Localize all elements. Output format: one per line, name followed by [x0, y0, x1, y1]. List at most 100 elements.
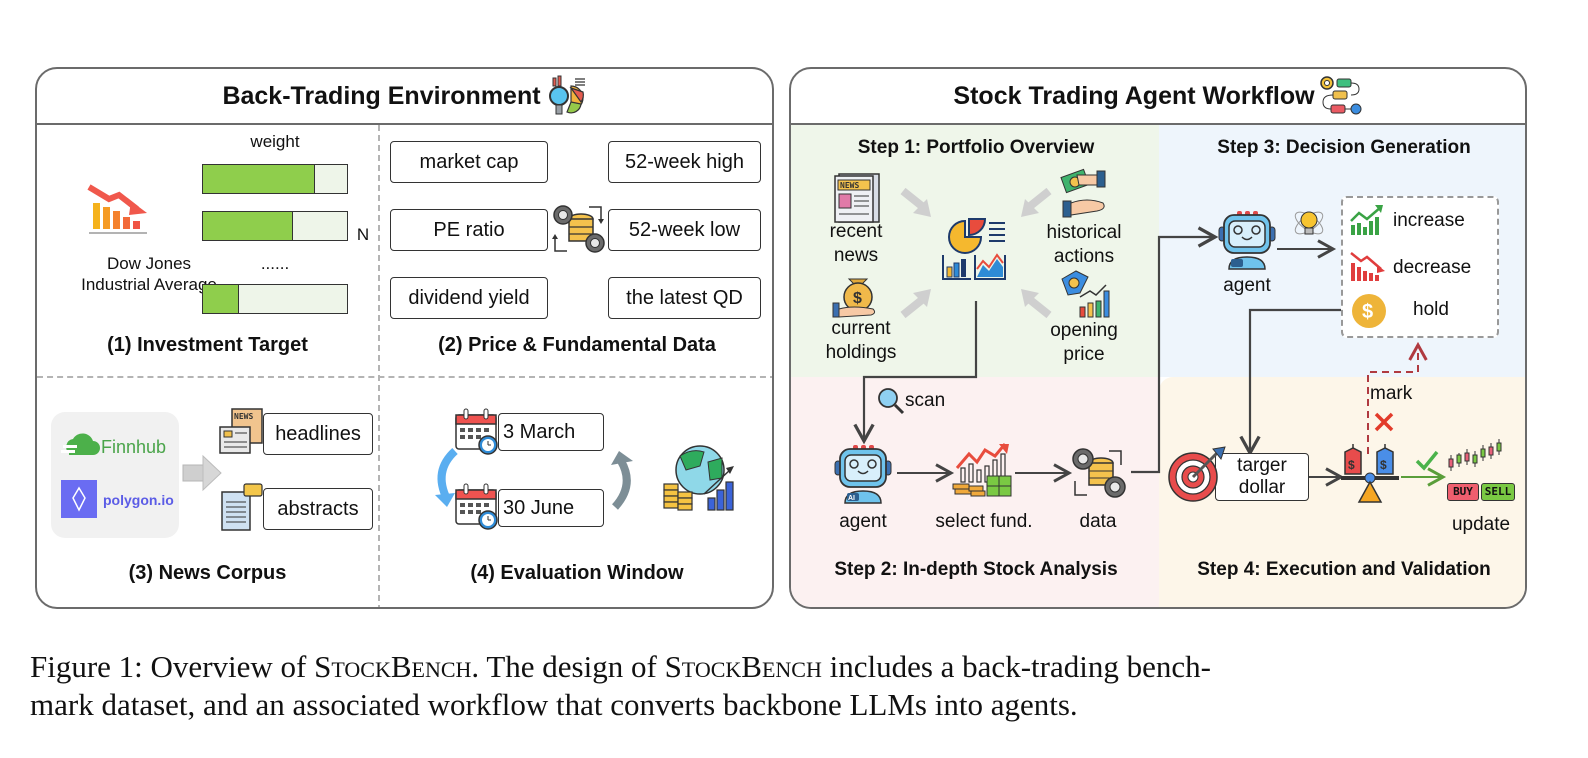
decision-decrease: decrease: [1393, 257, 1472, 278]
cash-handshake-icon: [1060, 168, 1106, 218]
step2-node-select-fund: select fund.: [935, 511, 1033, 532]
increase-chart-icon: [1350, 205, 1383, 235]
connector-data-to-agent: [1131, 226, 1219, 474]
panel-title-back-trading: Back-Trading Environment: [37, 69, 772, 125]
robot-agent-icon: AI: [834, 445, 892, 504]
caption-middle: . The design of: [471, 649, 665, 684]
start-date: 3 March: [498, 413, 604, 451]
caption-suffix: includes a back-trading bench-: [821, 649, 1211, 684]
polygon-logo-icon: [61, 480, 97, 518]
back-trading-title: Back-Trading Environment: [222, 81, 541, 110]
ai-badge: AI: [848, 495, 855, 502]
candlestick-chart-icon: [1448, 439, 1502, 471]
svg-text:$: $: [1362, 301, 1373, 323]
end-date: 30 June: [498, 489, 604, 527]
svg-text:$: $: [853, 290, 862, 307]
connector-decisions-to-target: [1239, 308, 1342, 457]
evaluation-window-caption: (4) Evaluation Window: [470, 562, 684, 584]
document-chat-icon: [221, 483, 263, 531]
input-opening-price-line2: price: [1063, 344, 1105, 365]
finnhub-label: Finnhub: [101, 437, 167, 457]
input-current-holdings-line2: holdings: [825, 342, 897, 363]
investment-target-caption: (1) Investment Target: [107, 334, 308, 356]
decision-hold: hold: [1413, 299, 1449, 320]
curved-arrow-down-icon: [435, 448, 458, 507]
buy-badge: BUY: [1447, 483, 1479, 501]
input-historical-actions-line2: actions: [1053, 246, 1115, 267]
gray-arrow-icon: [900, 289, 931, 319]
calendar-clock-icon: [455, 408, 498, 455]
weight-bar-fill: [203, 165, 315, 193]
approve-check-icon: [1415, 450, 1439, 471]
scan-label: scan: [905, 390, 946, 411]
newspaper-icon: NEWS: [834, 173, 880, 223]
analytics-magnifier-icon: [545, 75, 587, 116]
step2-node-agent: agent: [839, 511, 887, 532]
dollar-coin-icon: $: [1352, 294, 1386, 328]
portfolio-dashboard-icon: [942, 218, 1006, 280]
newspaper-icon: NEWS: [219, 408, 263, 454]
polygon-label: polygon.io: [103, 492, 174, 508]
gray-arrow-icon: [900, 187, 931, 217]
global-finance-icon: [663, 445, 734, 511]
news-sources-card: [51, 412, 179, 538]
curved-arrow-up-icon: [611, 451, 633, 510]
workflow-icon: [1319, 75, 1363, 117]
update-label: update: [1451, 514, 1511, 535]
item-dividend-yield: dividend yield: [390, 277, 548, 319]
panel-title-workflow: Stock Trading Agent Workflow: [791, 69, 1525, 125]
weight-bar-fill: [203, 212, 294, 240]
index-name-line2: Industrial Average: [81, 275, 217, 294]
input-recent-news-line1: recent: [829, 221, 883, 242]
decrease-chart-icon: [1350, 252, 1385, 281]
right-arrow-icon: [182, 454, 222, 492]
item-market-cap: market cap: [390, 141, 548, 183]
reject-cross-icon: [1374, 412, 1394, 432]
step1-caption: Step 1: Portfolio Overview: [857, 137, 1095, 158]
database-gears-icon: [552, 205, 605, 253]
item-52-week-high: 52-week high: [608, 141, 761, 183]
output-headlines: headlines: [263, 413, 373, 455]
price-fundamental-caption: (2) Price & Fundamental Data: [438, 334, 716, 356]
lightbulb-idea-icon: [1294, 211, 1324, 235]
weight-bar: [202, 164, 348, 194]
price-tag-chart-icon: [1061, 270, 1110, 318]
mark-label: mark: [1370, 383, 1413, 404]
divider-horizontal: [37, 376, 772, 378]
calendar-clock-icon: [455, 483, 498, 530]
target-dollar-box: targer dollar: [1215, 453, 1309, 501]
decision-increase: increase: [1393, 210, 1465, 231]
select-fund-icon: [952, 443, 1012, 497]
weight-bar: [202, 284, 348, 314]
robot-agent-icon: [1218, 211, 1276, 270]
finnhub-logo-icon: [61, 433, 100, 455]
news-corpus-caption: (3) News Corpus: [128, 562, 287, 584]
weight-label: weight: [250, 132, 300, 151]
step3-agent-label: agent: [1223, 275, 1271, 296]
caption-line1: Figure 1: Overview of StockBench. The de…: [30, 648, 1560, 686]
step2-node-data: data: [1079, 511, 1117, 532]
input-opening-price-line1: opening: [1050, 320, 1118, 341]
target-dart-icon: [1168, 446, 1226, 502]
input-recent-news-line2: news: [833, 245, 879, 266]
target-line1: targer: [1237, 455, 1287, 476]
back-trading-panel: Back-Trading Environment: [35, 67, 774, 609]
news-badge: NEWS: [840, 181, 859, 190]
caption-benchmark-name: StockBench: [664, 649, 822, 684]
step2-caption: Step 2: In-depth Stock Analysis: [834, 559, 1118, 580]
balance-scale-icon: $ $: [1341, 444, 1399, 503]
database-gears-icon: [1072, 448, 1126, 498]
svg-text:$: $: [1380, 458, 1387, 472]
workflow-title: Stock Trading Agent Workflow: [953, 81, 1315, 110]
magnifier-icon: [878, 388, 905, 415]
caption-line2: mark dataset, and an associated workflow…: [30, 687, 1078, 722]
weight-bar: [202, 211, 348, 241]
caption-prefix: Figure 1: Overview of: [30, 649, 315, 684]
news-badge: NEWS: [234, 412, 253, 421]
n-label: N: [356, 225, 370, 244]
input-historical-actions-line1: historical: [1046, 222, 1122, 243]
gray-arrow-icon: [1021, 289, 1052, 319]
step4-caption: Step 4: Execution and Validation: [1197, 559, 1491, 580]
downtrend-chart-icon: [87, 184, 147, 234]
target-line2: dollar: [1238, 477, 1286, 498]
